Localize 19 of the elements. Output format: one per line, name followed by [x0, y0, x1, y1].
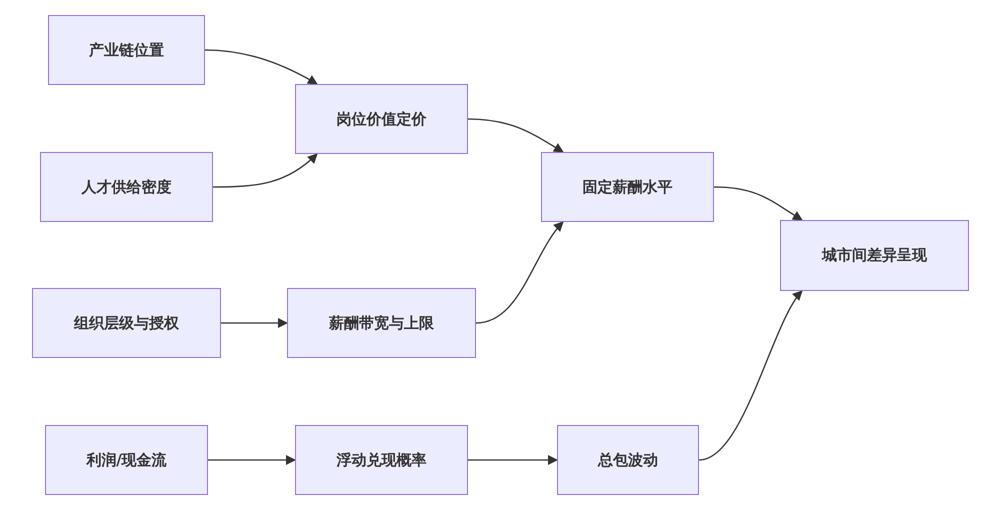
process-box: 人才供给密度: [40, 152, 213, 222]
process-box: 总包波动: [557, 425, 699, 495]
arrow: [204, 49, 318, 85]
arrow: [208, 455, 296, 465]
process-box: 浮动兑现概率: [295, 425, 468, 495]
process-box: 固定薪酬水平: [541, 152, 714, 222]
arrow: [213, 153, 318, 188]
process-box: 薪酬带宽与上限: [287, 288, 476, 358]
process-box: 城市间差异呈现: [780, 220, 969, 291]
process-box: 组织层级与授权: [32, 288, 221, 358]
arrow: [698, 290, 803, 461]
process-box: 岗位价值定价: [295, 84, 468, 154]
arrow: [221, 318, 288, 328]
arrow: [468, 455, 558, 465]
arrow: [476, 221, 564, 324]
arrow: [714, 186, 803, 221]
process-box: 利润/现金流: [45, 425, 208, 495]
arrow: [468, 118, 564, 153]
process-box: 产业链位置: [48, 15, 205, 85]
